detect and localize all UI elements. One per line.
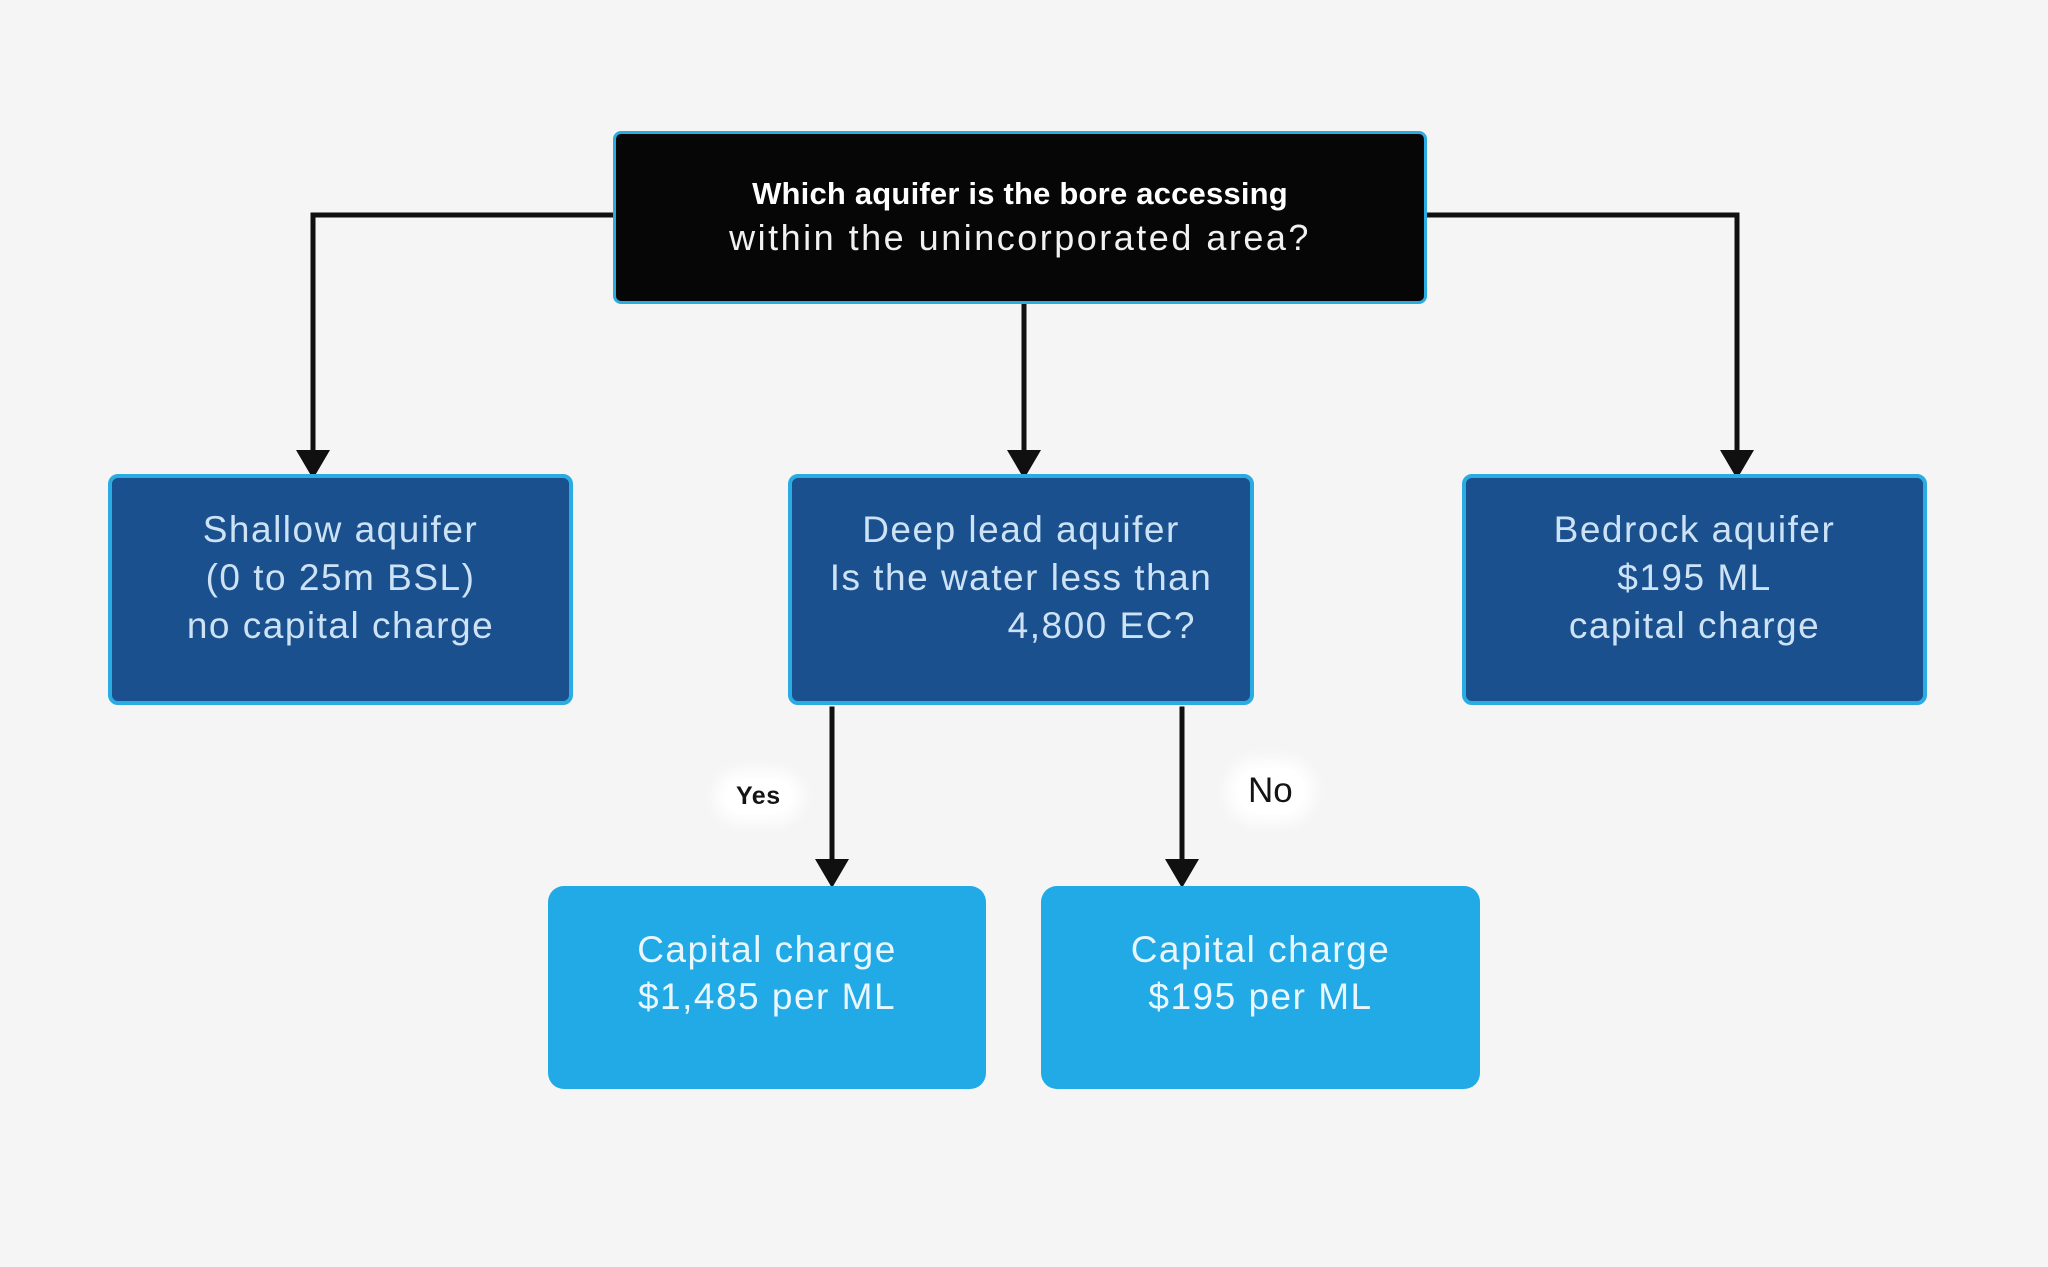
question-node-root: Which aquifer is the bore accessing with… [613,131,1427,304]
node-capital-charge-yes: Capital charge $1,485 per ML [548,886,986,1089]
root-question-line-2: within the unincorporated area? [729,216,1311,258]
deep-aquifer-question-line-1: Is the water less than [829,556,1213,598]
deep-aquifer-question-line-2: 4,800 EC? [1007,604,1196,646]
connector-root-to-shallow [310,212,616,455]
node-deep-lead-aquifer: Deep lead aquifer Is the water less than… [788,474,1254,705]
arrowhead-yes [815,859,849,888]
outcome-yes-title: Capital charge [637,928,897,970]
outcome-yes-rate: $1,485 per ML [637,975,897,1017]
bedrock-aquifer-charge: capital charge [1568,604,1821,646]
root-question-line-1: Which aquifer is the bore accessing [752,175,1288,211]
bedrock-aquifer-rate: $195 ML [1617,556,1772,598]
connector-root-to-bedrock [1424,212,1740,455]
shallow-aquifer-charge: no capital charge [186,604,495,646]
edge-label-no: No [1236,768,1305,814]
bedrock-aquifer-title: Bedrock aquifer [1553,508,1836,550]
shallow-aquifer-depth: (0 to 25m BSL) [205,556,476,598]
edge-label-yes: Yes [724,779,793,814]
node-shallow-aquifer: Shallow aquifer (0 to 25m BSL) no capita… [108,474,573,705]
deep-aquifer-title: Deep lead aquifer [862,508,1180,550]
outcome-no-title: Capital charge [1130,928,1391,970]
outcome-no-rate: $195 per ML [1148,975,1373,1017]
shallow-aquifer-title: Shallow aquifer [202,508,479,550]
arrowhead-no [1165,859,1199,888]
node-capital-charge-no: Capital charge $195 per ML [1041,886,1480,1089]
node-bedrock-aquifer: Bedrock aquifer $195 ML capital charge [1462,474,1927,705]
